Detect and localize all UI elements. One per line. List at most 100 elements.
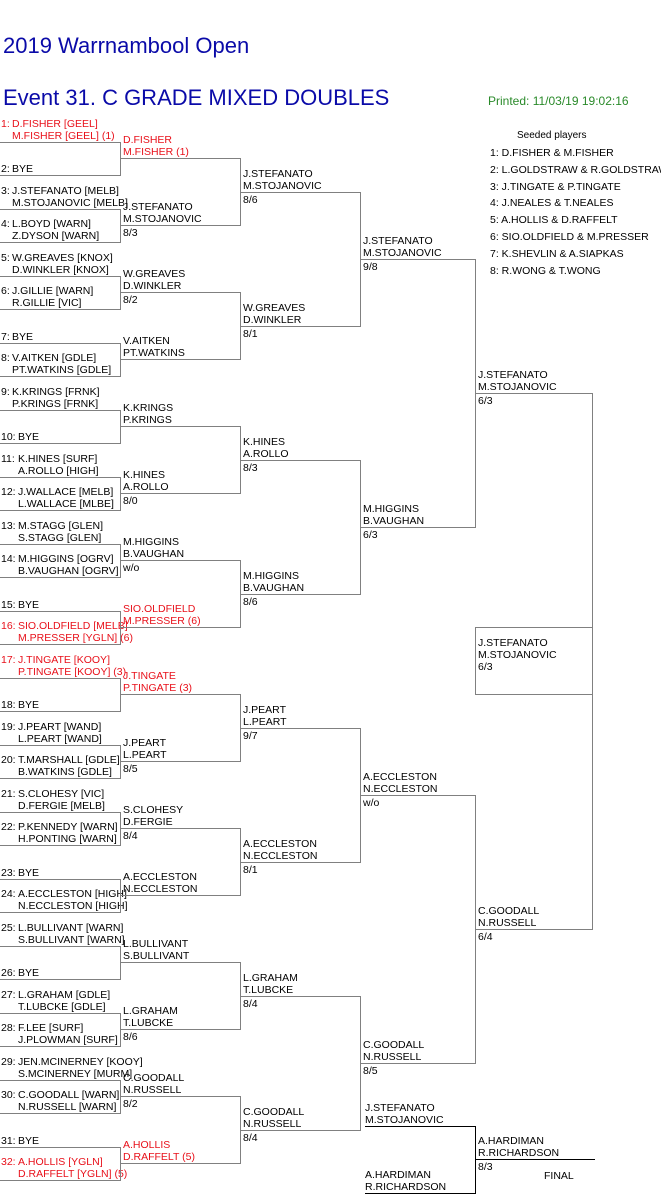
match-connector [120,611,121,645]
match-line [240,192,360,193]
draw-position-number: 10: [1,431,16,444]
partner-name: S.STAGG [GLEN] [18,531,102,544]
draw-entry: 28: F.LEE [SURF] [1,1022,83,1034]
player-name: M.STAGG [GLEN] [18,519,103,532]
winner-name: M.HIGGINS [123,536,180,549]
match-line [120,694,240,695]
draw-position-number: 9: [1,385,10,398]
player-name: K.KRINGS [FRNK] [12,385,100,398]
draw-position-number: 17: [1,653,16,666]
match-score: 8/2 [123,1098,138,1111]
winner-name: J.STEFANATO [363,234,433,247]
match-line [240,326,360,327]
winner-name: C.GOODALL [363,1038,425,1051]
winner-partner-name: M.STOJANOVIC [243,179,322,192]
winner-partner-name: N.ECCLESTON [123,883,198,896]
winner-name: M.HIGGINS [243,569,300,582]
draw-position-number: 18: [1,699,16,712]
match-connector [120,1147,121,1181]
match-line [120,761,240,762]
player-name: SIO.OLDFIELD [MELB] [18,620,128,633]
partner-name: H.PONTING [WARN] [18,833,117,846]
draw-entry-line [0,142,120,143]
partner-name: Z.DYSON [WARN] [12,230,100,243]
draw-entry: 16: SIO.OLDFIELD [MELB] [1,620,128,632]
player-name: BYE [18,967,40,980]
player-name: JEN.MCINERNEY [KOOY] [18,1055,143,1068]
draw-entry: 13: M.STAGG [GLEN] [1,520,103,532]
player-name: W.GREAVES [KNOX] [12,251,113,264]
draw-entry-line [0,376,120,377]
match-score: 9/7 [243,729,258,742]
final-entrant-line [365,1126,475,1127]
winner-partner-name: N.ECCLESTON [363,782,438,795]
match-line [120,359,240,360]
player-name: BYE [18,699,40,712]
draw-entry-line [0,845,120,846]
match-score: 8/2 [123,294,138,307]
match-line [240,594,360,595]
seeded-player-item: 8: R.WONG & T.WONG [490,264,601,277]
draw-entry-line [0,477,120,478]
winner-partner-name: N.RUSSELL [243,1117,302,1130]
draw-entry: 25: L.BULLIVANT [WARN] [1,922,123,934]
draw-position-number: 31: [1,1134,16,1147]
winner-partner-name: A.ROLLO [123,481,169,494]
draw-entry: 29: JEN.MCINERNEY [KOOY] [1,1056,143,1068]
partner-name: P.KRINGS [FRNK] [12,397,99,410]
draw-entry-line [0,577,120,578]
draw-entry: 14: M.HIGGINS [OGRV] [1,553,113,565]
match-line [240,996,360,997]
draw-winner-score: 6/3 [478,661,493,673]
draw-position-number: 27: [1,988,16,1001]
draw-entry-line [0,443,120,444]
match-score: 8/6 [123,1031,138,1044]
partner-name: J.PLOWMAN [SURF] [18,1034,118,1047]
winner-name: V.AITKEN [123,335,170,348]
draw-position-number: 21: [1,787,16,800]
draw-entry-line [0,1113,120,1114]
seeded-player-item: 7: K.SHEVLIN & A.SIAPKAS [490,247,624,260]
draw-entry-line [0,1080,120,1081]
draw-winner-box-top [475,627,592,628]
match-line [120,158,240,159]
match-score: 8/0 [123,495,138,508]
draw-entry: 19: J.PEART [WAND] [1,721,101,733]
match-connector [120,544,121,578]
winner-partner-name: A.ROLLO [243,447,289,460]
winner-name: C.GOODALL [243,1105,305,1118]
final-label: FINAL [544,1170,574,1182]
draw-entry-line [0,544,120,545]
partner-name: A.ROLLO [HIGH] [18,464,99,477]
winner-name: L.GRAHAM [243,971,298,984]
partner-name: S.MCINERNEY [MURM] [18,1067,133,1080]
partner-name: R.GILLIE [VIC] [12,297,82,310]
match-line [360,259,475,260]
winner-name: K.HINES [243,435,286,448]
match-connector [120,276,121,310]
draw-entry: 4: L.BOYD [WARN] [1,218,91,230]
winner-partner-name: M.STOJANOVIC [363,246,442,259]
final-connector [475,1126,476,1194]
winner-name: J.PEART [243,703,286,716]
match-score: 6/3 [363,528,378,541]
match-score: 8/4 [123,830,138,843]
winner-name: A.ECCLESTON [123,871,197,884]
winner-partner-name: D.WINKLER [123,280,182,293]
partner-name: PT.WATKINS [GDLE] [12,364,112,377]
match-connector [120,812,121,846]
final-entrant-name: J.STEFANATO [365,1102,435,1114]
draw-position-number: 23: [1,866,16,879]
draw-entry-line [0,209,120,210]
match-score: 8/5 [123,763,138,776]
draw-position-number: 3: [1,184,10,197]
player-name: J.TINGATE [KOOY] [18,653,110,666]
draw-entry: 3: J.STEFANATO [MELB] [1,185,119,197]
player-name: C.GOODALL [WARN] [18,1089,120,1102]
winner-name: J.TINGATE [123,670,176,683]
winner-name: J.STEFANATO [123,201,193,214]
partner-name: D.FERGIE [MELB] [18,799,105,812]
winner-name: C.GOODALL [478,904,540,917]
match-line [240,460,360,461]
draw-entry: 31: BYE [1,1135,39,1147]
